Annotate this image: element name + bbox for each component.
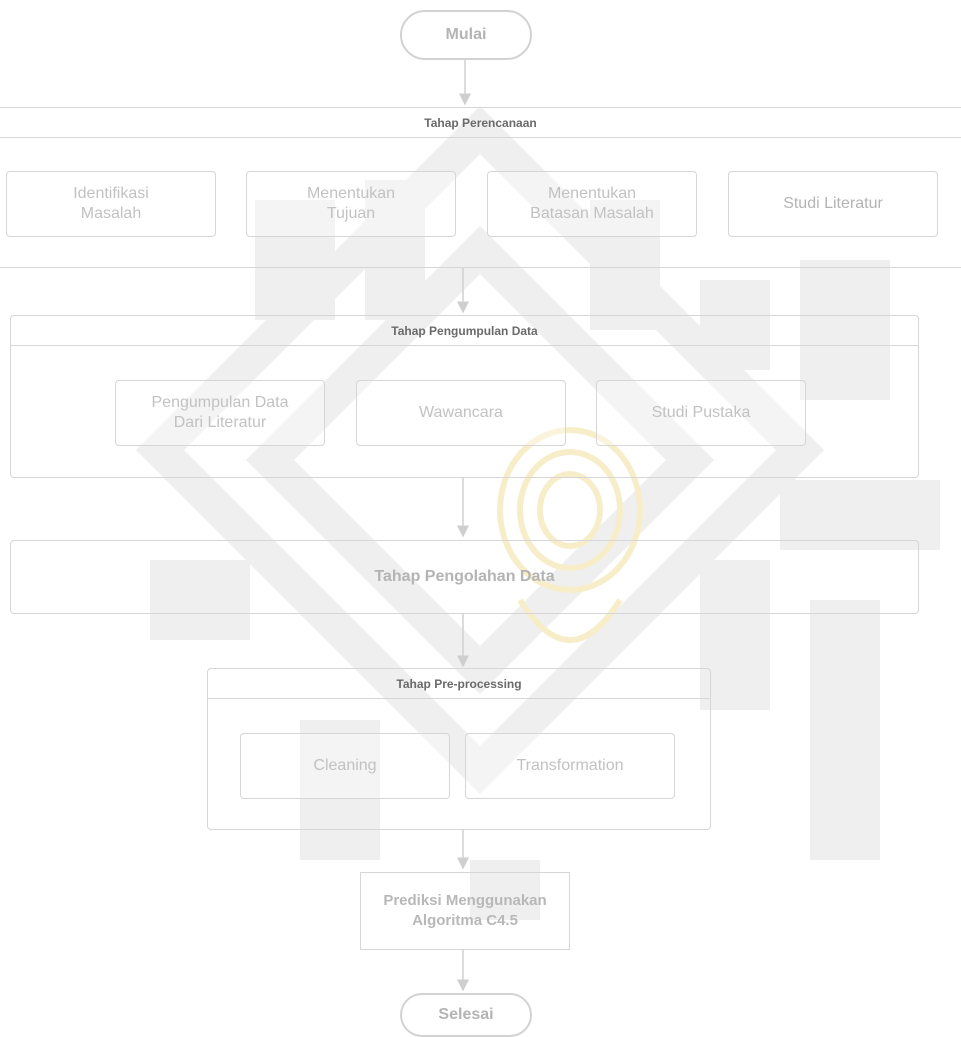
planning-step-define-goals: Menentukan Tujuan xyxy=(246,171,456,237)
preprocessing-step-cleaning: Cleaning xyxy=(240,733,450,799)
planning-stage-header: Tahap Perencanaan xyxy=(0,107,961,138)
processing-stage: Tahap Pengolahan Data xyxy=(10,540,919,614)
planning-stage-bottom-border xyxy=(0,267,961,268)
planning-step-identify-problem: Identifikasi Masalah xyxy=(6,171,216,237)
preprocessing-stage-header: Tahap Pre-processing xyxy=(208,669,710,699)
preprocessing-stage: Tahap Pre-processing xyxy=(207,668,711,830)
start-terminal: Mulai xyxy=(400,10,532,60)
planning-step-define-scope: Menentukan Batasan Masalah xyxy=(487,171,697,237)
collection-stage: Tahap Pengumpulan Data xyxy=(10,315,919,478)
collection-step-library-study: Studi Pustaka xyxy=(596,380,806,446)
prediction-step: Prediksi Menggunakan Algoritma C4.5 xyxy=(360,872,570,950)
preprocessing-step-transformation: Transformation xyxy=(465,733,675,799)
planning-step-literature-study: Studi Literatur xyxy=(728,171,938,237)
end-terminal: Selesai xyxy=(400,993,532,1037)
collection-step-literature-data: Pengumpulan Data Dari Literatur xyxy=(115,380,325,446)
collection-stage-header: Tahap Pengumpulan Data xyxy=(11,316,918,346)
collection-step-interview: Wawancara xyxy=(356,380,566,446)
